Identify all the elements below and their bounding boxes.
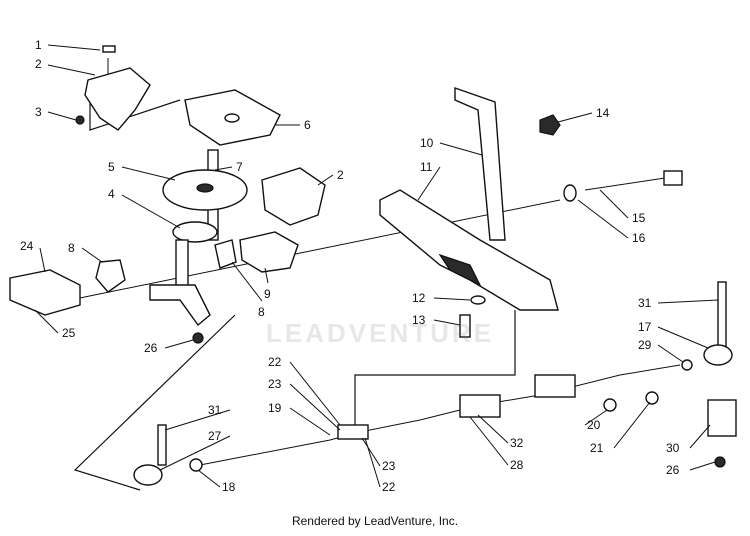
bolt-short-part [459,314,471,338]
callout-23a: 23 [268,377,282,391]
washer-part [563,184,577,202]
jam-nut-part [645,391,659,405]
callout-32: 32 [510,436,524,450]
callout-2b: 2 [337,168,344,182]
clamp-block-right-part [261,167,326,226]
callout-8b: 8 [258,305,265,319]
callout-31a: 31 [638,296,652,310]
nut-29-part [681,359,693,371]
callout-26b: 26 [666,463,680,477]
pedal-bracket-shade [438,253,482,287]
clamp-block-part [84,67,151,131]
callout-16: 16 [632,231,646,245]
lower-shaft-part [175,239,189,291]
leader-lines [34,44,719,488]
callout-31b: 31 [208,403,222,417]
callout-15: 15 [632,211,646,225]
cable-ferrule-part [337,424,369,440]
cable-housing-part [459,394,501,418]
nut-18-part [189,458,203,472]
callout-21: 21 [590,441,604,455]
bolt-long-part [584,170,683,191]
clamp-center-part [239,231,299,273]
small-nut-part [75,115,85,125]
callout-20: 20 [587,418,601,432]
callout-23b: 23 [382,459,396,473]
callout-18: 18 [222,480,236,494]
callout-6: 6 [304,118,311,132]
callout-4: 4 [108,187,115,201]
callout-9: 9 [264,287,271,301]
bolt-right-part [717,281,727,348]
callout-22b: 22 [382,480,396,494]
pedal-arm-part [454,87,506,241]
callout-25: 25 [62,326,76,340]
callout-7: 7 [236,160,243,174]
callout-2a: 2 [35,57,42,71]
pedal-bracket-part [379,189,559,311]
clamp-left-part [9,269,81,316]
callout-27: 27 [208,429,222,443]
callout-8a: 8 [68,241,75,255]
callout-17: 17 [638,320,652,334]
pitman-arm-part [149,284,211,327]
throttle-cable-part [199,364,681,466]
plate-hole [224,113,240,123]
callout-22a: 22 [268,355,282,369]
rod-end-left-part [133,464,163,486]
callout-14: 14 [596,106,610,120]
axis-line [69,199,561,301]
callout-1: 1 [35,38,42,52]
callout-11: 11 [420,160,433,174]
bolt-lower-left-part [157,424,167,466]
assembly-outline-lower [73,314,236,491]
nut-top-part [539,114,561,136]
callout-29: 29 [638,338,652,352]
callout-24: 24 [20,239,34,253]
callout-28: 28 [510,458,524,472]
flange-center [196,183,214,193]
callout-3: 3 [35,105,42,119]
screw-part [102,45,116,75]
rod-end-right-part [703,344,733,366]
adjuster-nut-part [534,374,576,398]
washer-small-part [470,295,486,305]
watermark: LEADVENTURE [265,318,494,348]
callout-13: 13 [412,313,426,327]
callouts: 1 2 3 5 4 6 7 2 24 8 25 9 8 26 10 11 14 … [20,38,680,494]
callout-12: 12 [412,291,426,305]
gear-part [172,221,218,243]
callout-30: 30 [666,441,680,455]
bushing-left-part [95,259,126,293]
callout-10: 10 [420,136,434,150]
footer-credit: Rendered by LeadVenture, Inc. [291,514,459,528]
callout-19: 19 [268,401,282,415]
callout-26a: 26 [144,341,158,355]
nut-left-part [192,332,204,344]
bushing-center-part [214,239,237,269]
adjuster-fitting-part [603,398,617,412]
spacer-part [707,399,737,437]
nut-right-part [714,456,726,468]
callout-5: 5 [108,160,115,174]
assembly-outline-right [354,310,516,430]
